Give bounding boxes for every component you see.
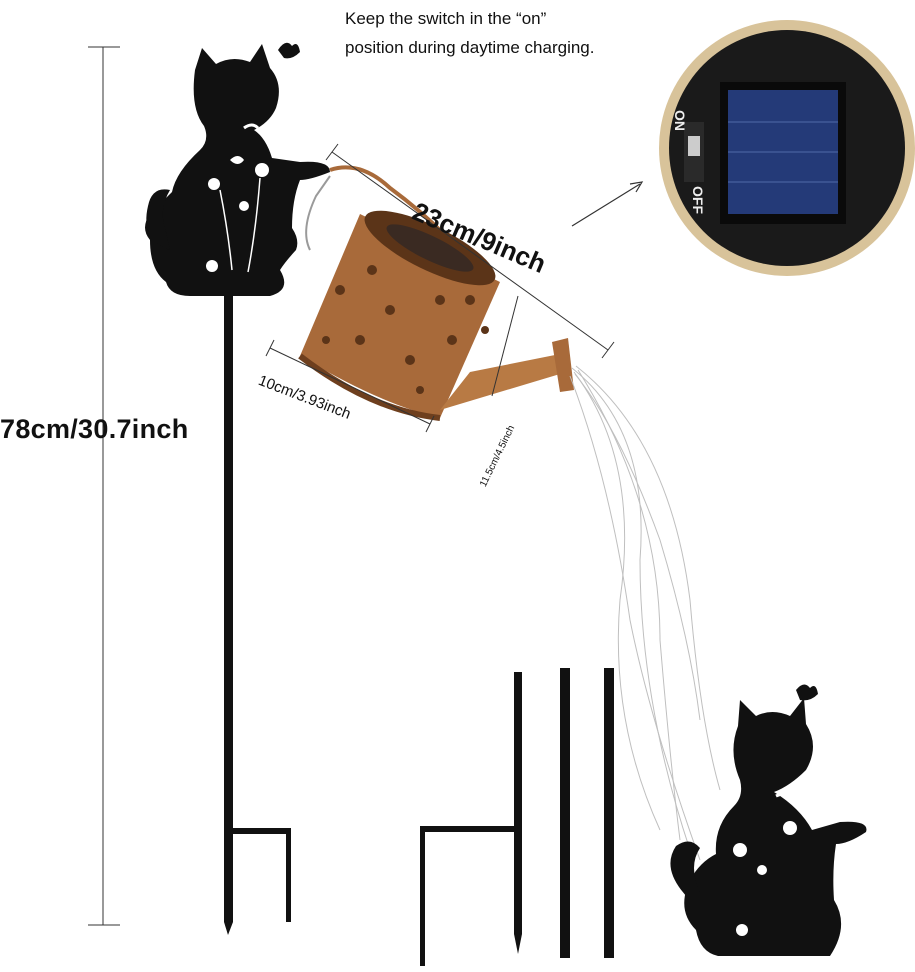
switch-on-label: ON	[672, 110, 688, 131]
spare-stakes	[420, 668, 614, 966]
switch-off-label: OFF	[690, 186, 706, 214]
charging-note-line2: position during daytime charging.	[345, 38, 595, 57]
fairy-light-strands	[569, 365, 721, 861]
callout-arrow	[571, 181, 644, 227]
cat-flower-cutouts-left	[206, 123, 269, 273]
can-dimension-lines	[265, 143, 615, 433]
cat-flower-cutouts-right	[733, 792, 797, 936]
charging-note: Keep the switch in the “on” position dur…	[345, 4, 705, 62]
height-dimension-line	[88, 46, 120, 926]
solar-panel-inset	[659, 20, 915, 276]
cat-stake-left	[145, 42, 330, 935]
height-label: 78cm/30.7inch	[0, 414, 189, 444]
watering-can	[298, 165, 574, 421]
cat-silhouette-right	[670, 684, 867, 956]
charging-note-line1: Keep the switch in the “on”	[345, 9, 547, 28]
